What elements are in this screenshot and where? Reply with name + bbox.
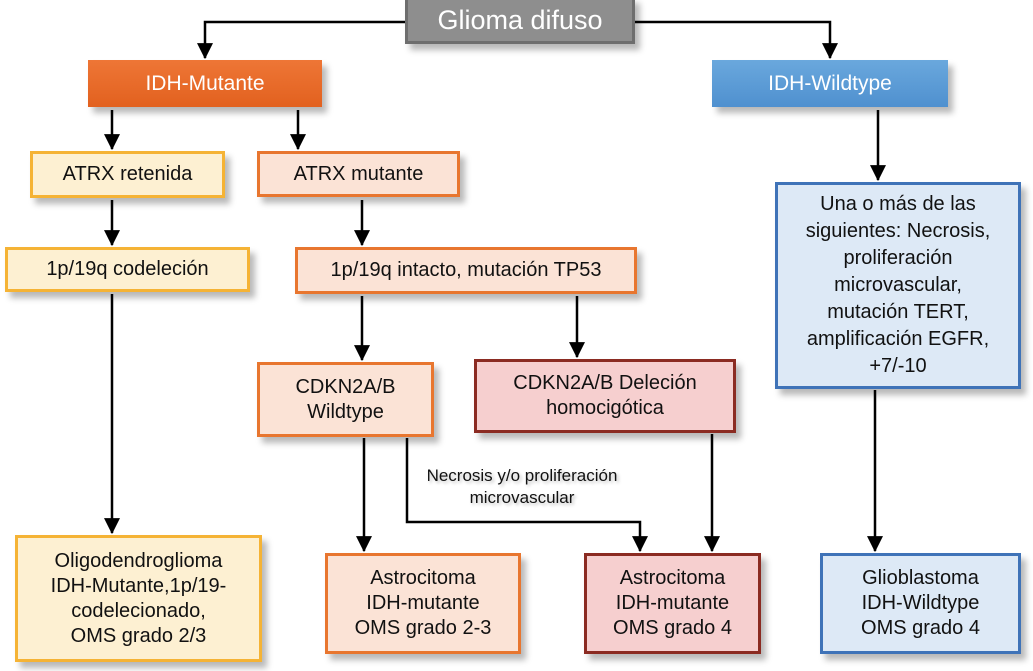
node-label: IDH-Mutante <box>145 72 265 95</box>
edge-label-necrosis: Necrosis y/o proliferación microvascular <box>426 466 618 507</box>
node-cdkn2ab-wildtype: CDKN2A/B Wildtype <box>257 362 434 437</box>
node-glioma-difuso: Glioma difuso <box>405 0 635 44</box>
node-label: Astrocitoma IDH-mutante OMS grado 2-3 <box>354 567 492 639</box>
node-1p19q-intacto-tp53: 1p/19q intacto, mutación TP53 <box>295 247 637 294</box>
node-label: Una o más de las siguientes: Necrosis, p… <box>805 193 991 377</box>
node-atrx-mutante: ATRX mutante <box>257 151 460 197</box>
node-oligodendroglioma: Oligodendroglioma IDH-Mutante,1p/19- cod… <box>15 535 262 662</box>
node-label: Glioblastoma IDH-Wildtype OMS grado 4 <box>861 567 980 639</box>
node-atrx-retenida: ATRX retenida <box>30 151 225 198</box>
node-label: Astrocitoma IDH-mutante OMS grado 4 <box>613 567 732 639</box>
node-label: CDKN2A/B Deleción homocigótica <box>513 372 697 419</box>
node-label: 1p/19q intacto, mutación TP53 <box>330 259 602 281</box>
node-label: Oligodendroglioma IDH-Mutante,1p/19- cod… <box>50 549 227 647</box>
node-1p19q-codelecion: 1p/19q codeleción <box>5 247 250 292</box>
node-label: 1p/19q codeleción <box>46 258 209 280</box>
node-label: ATRX mutante <box>293 162 424 185</box>
node-label: Glioma difuso <box>437 5 603 35</box>
node-cdkn2ab-delecion: CDKN2A/B Deleción homocigótica <box>474 359 736 433</box>
node-astrocitoma-grado-2-3: Astrocitoma IDH-mutante OMS grado 2-3 <box>325 553 521 654</box>
node-idh-wildtype: IDH-Wildtype <box>712 60 948 107</box>
node-astrocitoma-grado-4: Astrocitoma IDH-mutante OMS grado 4 <box>584 553 761 654</box>
node-label: IDH-Wildtype <box>768 72 892 95</box>
edge-root-idh-mutante <box>197 20 405 60</box>
edge-root-idh-wildtype <box>635 20 838 60</box>
node-label: ATRX retenida <box>62 163 193 185</box>
node-glioblastoma: Glioblastoma IDH-Wildtype OMS grado 4 <box>820 553 1021 654</box>
edge-cdkn-wildtype-astrocitoma-4 <box>405 438 648 553</box>
node-label: CDKN2A/B Wildtype <box>295 375 396 423</box>
node-idh-mutante: IDH-Mutante <box>88 60 322 107</box>
node-wildtype-criteria: Una o más de las siguientes: Necrosis, p… <box>775 182 1021 389</box>
